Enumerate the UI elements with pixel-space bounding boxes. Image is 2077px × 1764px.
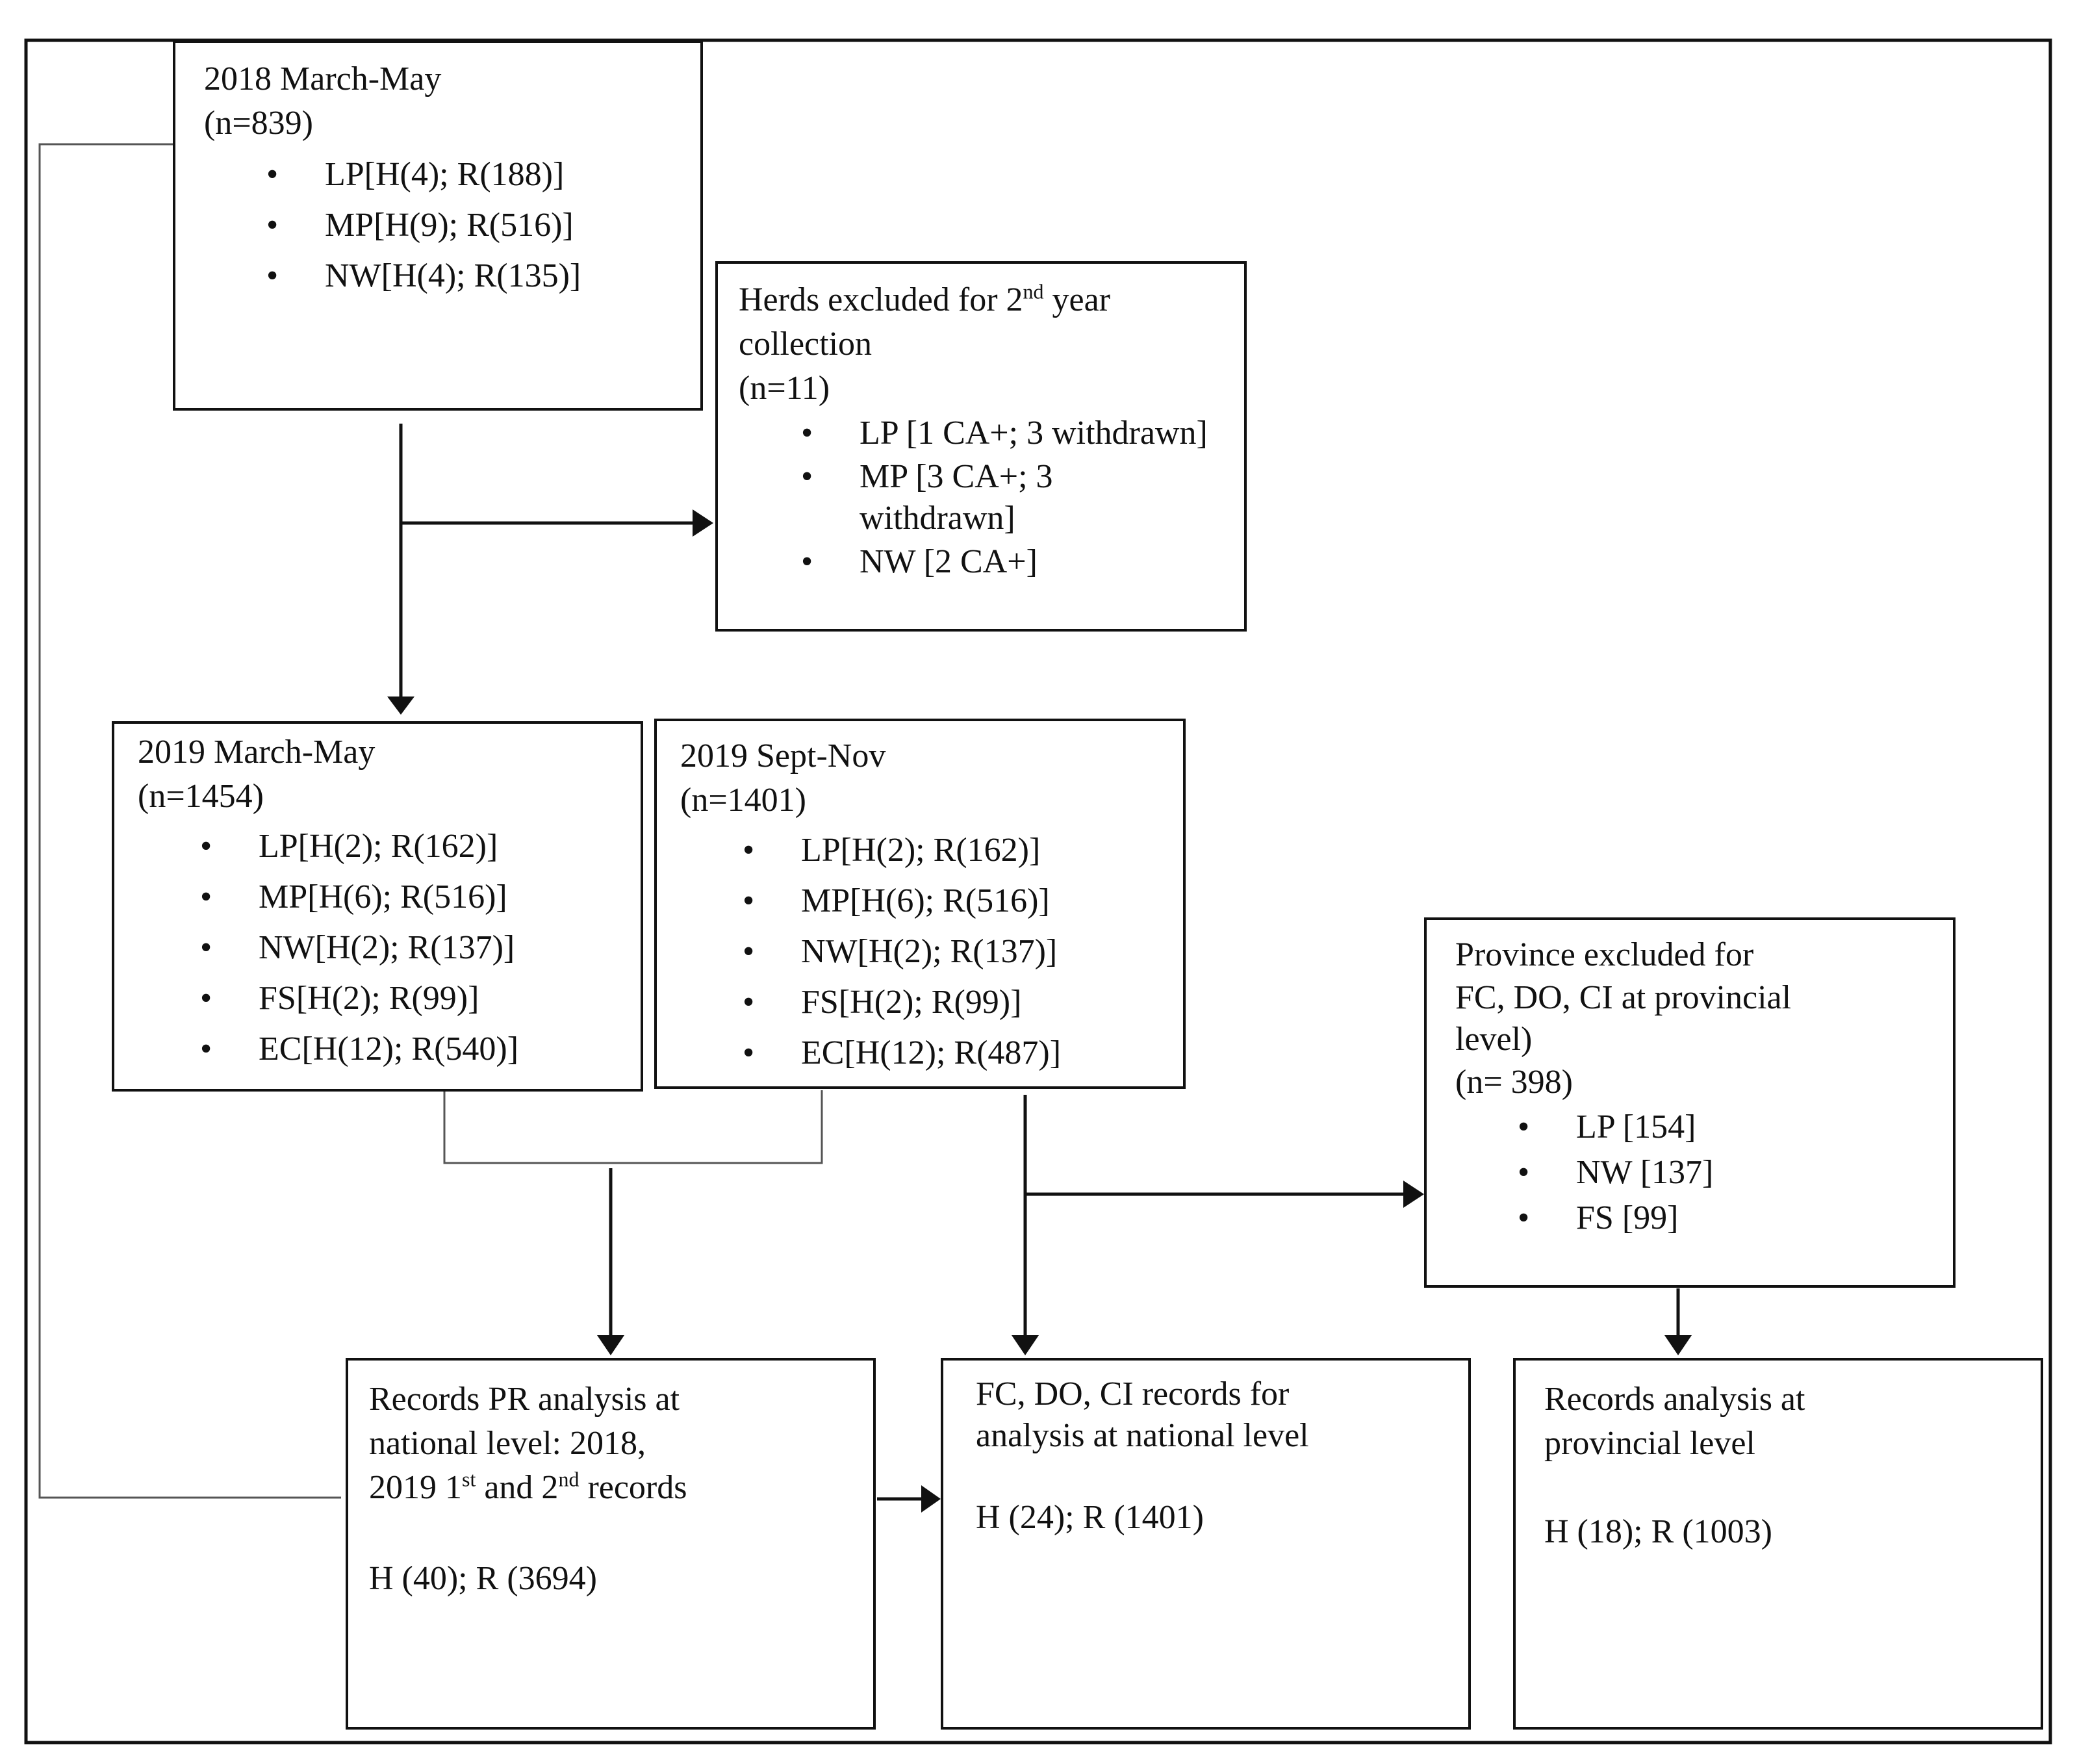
list-item: LP[H(2); R(162)]: [138, 821, 628, 872]
province-excluded-line3: level): [1455, 1021, 1533, 1058]
list-item: MP[H(6); R(516)]: [680, 876, 1170, 927]
box-2019-mar-list: LP[H(2); R(162)] MP[H(6); R(516)] NW[H(2…: [138, 821, 628, 1075]
list-item: FS[H(2); R(99)]: [138, 973, 628, 1024]
list-item: NW [137]: [1455, 1150, 1940, 1195]
list-item: FS[H(2); R(99)]: [680, 977, 1170, 1028]
box-2019-sep-list: LP[H(2); R(162)] MP[H(6); R(516)] NW[H(2…: [680, 825, 1170, 1079]
list-item: EC[H(12); R(487)]: [680, 1028, 1170, 1079]
herds-excluded-list: LP [1 CA+; 3 withdrawn] MP [3 CA+; 3 wit…: [739, 411, 1231, 585]
box-province-excluded: Province excluded for FC, DO, CI at prov…: [1424, 917, 1956, 1288]
box-2019-march-may: 2019 March-May (n=1454) LP[H(2); R(162)]…: [112, 721, 643, 1092]
list-item: EC[H(12); R(540)]: [138, 1024, 628, 1075]
box-2018-march-may: 2018 March-May (n=839) LP[H(4); R(188)] …: [173, 40, 703, 411]
list-item: FS [99]: [1455, 1195, 1940, 1241]
box-herds-excluded: Herds excluded for 2nd year collection (…: [715, 261, 1247, 632]
fc-national-line1: FC, DO, CI records for: [976, 1375, 1290, 1412]
province-excluded-list: LP [154] NW [137] FS [99]: [1455, 1105, 1940, 1241]
box-2019-sep-n: (n=1401): [680, 782, 806, 819]
pr-national-result: H (40); R (3694): [369, 1560, 597, 1597]
list-item: LP[H(4); R(188)]: [204, 149, 687, 200]
list-item: MP[H(6); R(516)]: [138, 872, 628, 923]
pr-national-line1: Records PR analysis at: [369, 1381, 680, 1418]
list-item: NW[H(4); R(135)]: [204, 251, 687, 301]
list-item: LP [154]: [1455, 1105, 1940, 1150]
list-item: MP [3 CA+; 3 withdrawn]: [739, 456, 1054, 539]
box-2019-mar-n: (n=1454): [138, 778, 264, 815]
bracket-2019-merge: [443, 1090, 823, 1164]
list-item: MP[H(9); R(516)]: [204, 200, 687, 251]
box-2019-sep-title: 2019 Sept-Nov: [680, 737, 886, 774]
fc-national-result: H (24); R (1401): [976, 1499, 1204, 1536]
left-bracket-connector: [38, 143, 341, 1499]
herds-excluded-title: Herds excluded for 2nd year: [739, 279, 1110, 318]
province-excluded-line2: FC, DO, CI at provincial: [1455, 979, 1792, 1016]
list-item: NW[H(2); R(137)]: [138, 923, 628, 973]
box-2019-mar-title: 2019 March-May: [138, 734, 376, 771]
pr-national-line3: 2019 1st and 2nd records: [369, 1467, 687, 1506]
herds-excluded-n: (n=11): [739, 370, 830, 407]
list-item: LP[H(2); R(162)]: [680, 825, 1170, 876]
provincial-result: H (18); R (1003): [1544, 1513, 1772, 1550]
box-pr-analysis-national: Records PR analysis at national level: 2…: [346, 1358, 876, 1730]
box-provincial-analysis: Records analysis at provincial level H (…: [1513, 1358, 2043, 1730]
fc-national-line2: analysis at national level: [976, 1417, 1309, 1454]
province-excluded-line1: Province excluded for: [1455, 936, 1754, 973]
list-item: LP [1 CA+; 3 withdrawn]: [739, 411, 1231, 456]
provincial-line2: provincial level: [1544, 1425, 1755, 1462]
box-2018-title: 2018 March-May: [204, 60, 442, 97]
province-excluded-n: (n= 398): [1455, 1064, 1573, 1101]
list-item: NW[H(2); R(137)]: [680, 927, 1170, 977]
list-item: NW [2 CA+]: [739, 539, 1231, 585]
provincial-line1: Records analysis at: [1544, 1381, 1805, 1418]
box-2018-list: LP[H(4); R(188)] MP[H(9); R(516)] NW[H(4…: [204, 149, 687, 301]
pr-national-line2: national level: 2018,: [369, 1425, 646, 1462]
box-2019-sept-nov: 2019 Sept-Nov (n=1401) LP[H(2); R(162)] …: [654, 719, 1186, 1089]
herds-excluded-title-line2: collection: [739, 326, 873, 363]
box-fc-do-ci-national: FC, DO, CI records for analysis at natio…: [941, 1358, 1471, 1730]
outer-frame: [24, 38, 2052, 1745]
box-2018-n: (n=839): [204, 105, 313, 142]
